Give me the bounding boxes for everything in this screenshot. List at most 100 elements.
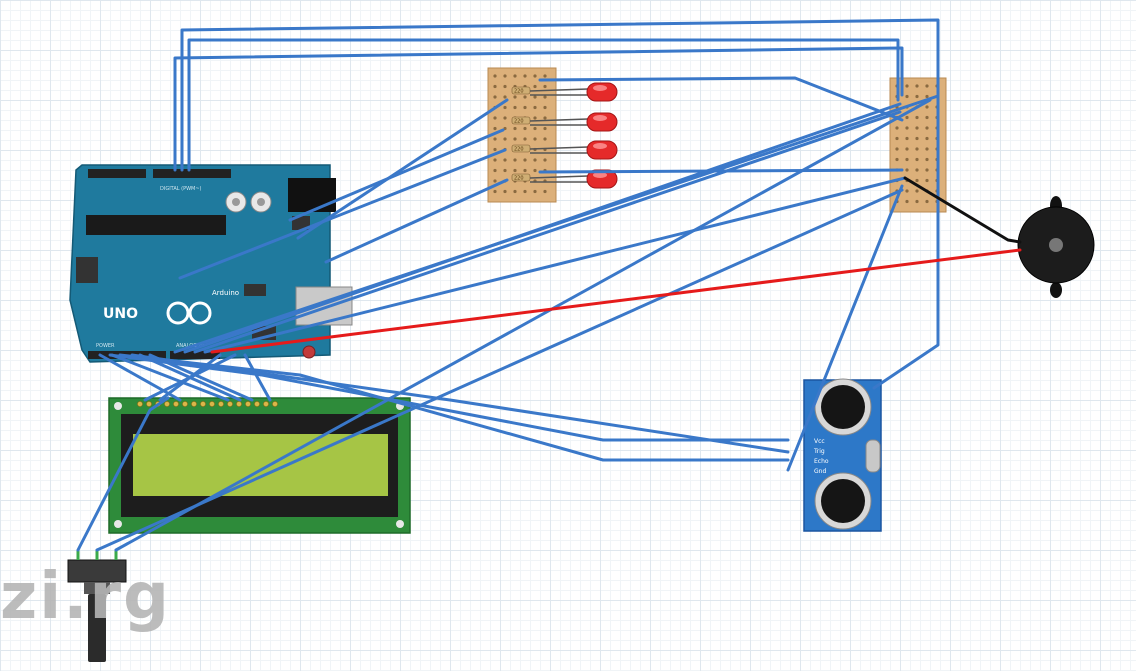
potentiometer bbox=[67, 550, 127, 662]
wire-group bbox=[76, 18, 1022, 552]
led-resistor-label: 220 bbox=[514, 119, 524, 125]
perfboard-hole bbox=[895, 126, 899, 130]
wire-top-loop-3 bbox=[187, 38, 900, 172]
lcd-pin bbox=[254, 401, 260, 407]
perfboard-hole bbox=[533, 74, 537, 78]
perfboard-hole bbox=[503, 95, 507, 99]
sensor-pin-vcc: Vcc bbox=[814, 438, 825, 445]
perfboard-hole bbox=[533, 95, 537, 99]
lcd-pin bbox=[272, 401, 278, 407]
perfboard-hole bbox=[493, 84, 497, 89]
buzzer-center bbox=[1049, 238, 1063, 252]
perfboard-hole bbox=[523, 95, 527, 99]
perfboard-hole bbox=[925, 94, 929, 99]
lcd-pin-header bbox=[137, 401, 278, 407]
watermark-logo: zi.rg bbox=[0, 560, 171, 634]
perfboard-hole bbox=[895, 147, 899, 151]
perfboard-hole bbox=[533, 158, 537, 162]
perfboard-hole bbox=[905, 168, 909, 172]
lcd-screen bbox=[133, 434, 388, 496]
perfboard-hole bbox=[493, 74, 497, 78]
perfboard-hole bbox=[543, 95, 547, 99]
wire-arduino-lcd-6 bbox=[158, 353, 222, 402]
lcd-pin bbox=[173, 401, 179, 407]
lcd-pin bbox=[191, 401, 197, 407]
perfboard-hole bbox=[533, 137, 537, 141]
piezo-buzzer bbox=[1017, 196, 1095, 298]
perfboard-hole bbox=[915, 178, 919, 183]
perfboard-hole bbox=[503, 158, 507, 162]
perfboard-hole bbox=[543, 84, 547, 89]
arduino-logo-right-ring bbox=[188, 301, 212, 325]
perfboard-hole bbox=[513, 137, 517, 141]
wire-pot-2 bbox=[95, 188, 904, 552]
perfboard-hole bbox=[493, 137, 497, 141]
perfboard-hole bbox=[493, 95, 497, 99]
arduino-uno-label: UNO bbox=[103, 306, 138, 322]
perfboard-hole bbox=[915, 147, 919, 151]
arduino-reset-button bbox=[302, 345, 316, 359]
sensor-pin-trig: Trig bbox=[813, 448, 825, 455]
perfboard-hole bbox=[543, 158, 547, 162]
wire-arduino-led-1 bbox=[296, 98, 509, 240]
sensor-pin-gnd: Gnd bbox=[814, 468, 826, 475]
perfboard-hole bbox=[493, 168, 497, 173]
arduino-header-top-right bbox=[153, 169, 231, 178]
perfboard-hole bbox=[895, 136, 899, 141]
wire-arduino-sensor-1 bbox=[108, 353, 790, 442]
perfboard-hole bbox=[503, 84, 507, 89]
wire-top-loop-2 bbox=[173, 46, 904, 172]
perfboard-hole bbox=[915, 199, 919, 204]
perfboard-hole bbox=[513, 74, 517, 78]
perfboard-hole bbox=[533, 84, 537, 89]
perfboard-hole bbox=[905, 189, 909, 193]
perfboard-hole bbox=[543, 74, 547, 78]
arduino-power-label: POWER bbox=[96, 343, 115, 349]
perfboard-hole bbox=[533, 105, 537, 110]
perfboard-hole bbox=[543, 189, 547, 194]
arduino-microcontroller-chip bbox=[86, 215, 226, 235]
perfboard-hole bbox=[925, 136, 929, 141]
wire-perf-sensor bbox=[786, 184, 904, 472]
perfboard-hole bbox=[523, 168, 527, 173]
perfboard-hole bbox=[503, 116, 507, 120]
perfboard-hole bbox=[493, 126, 497, 131]
perfboard-hole bbox=[905, 136, 909, 141]
sensor-pin-labels: Vcc Trig Echo Gnd bbox=[813, 438, 829, 475]
perfboard-hole bbox=[503, 137, 507, 141]
lcd-pin bbox=[263, 401, 269, 407]
arduino-uno-board: UNO Arduino POWER ANALOG IN DIGITAL (PWM… bbox=[69, 164, 353, 363]
perfboard-hole bbox=[513, 158, 517, 162]
perfboard-hole bbox=[925, 147, 929, 151]
perfboard-hole bbox=[513, 95, 517, 99]
perfboard-hole bbox=[915, 126, 919, 130]
perfboard-hole bbox=[503, 168, 507, 173]
wire-arduino-perf-2 bbox=[183, 102, 902, 354]
perfboard-hole bbox=[543, 126, 547, 131]
perfboard-hole bbox=[905, 157, 909, 162]
perfboard-hole bbox=[543, 137, 547, 141]
perfboard-hole bbox=[533, 189, 537, 194]
perfboard-hole bbox=[905, 126, 909, 130]
arduino-logo-left-ring bbox=[166, 301, 190, 325]
perfboard-hole bbox=[493, 116, 497, 120]
sensor-pin-echo: Echo bbox=[814, 458, 829, 465]
wire-buzzer-black bbox=[903, 176, 1022, 244]
arduino-header-bottom-right bbox=[170, 351, 220, 359]
wire-pot-3 bbox=[114, 98, 932, 552]
perfboard-hole bbox=[925, 157, 929, 162]
perfboard-hole bbox=[513, 126, 517, 131]
sensor-crystal bbox=[865, 439, 881, 473]
perfboard-hole bbox=[523, 189, 527, 194]
perfboard-hole bbox=[915, 157, 919, 162]
led-resistor-label: 220 bbox=[514, 147, 524, 153]
perfboard-hole bbox=[513, 168, 517, 173]
arduino-header-top-left bbox=[88, 169, 146, 178]
perfboard-hole bbox=[915, 136, 919, 141]
perfboard-hole bbox=[533, 116, 537, 120]
perfboard-hole bbox=[503, 189, 507, 194]
lcd-pin bbox=[146, 401, 152, 407]
arduino-power-jack bbox=[288, 178, 336, 212]
perfboard-hole bbox=[523, 158, 527, 162]
arduino-digital-label: DIGITAL (PWM~) bbox=[160, 186, 202, 192]
